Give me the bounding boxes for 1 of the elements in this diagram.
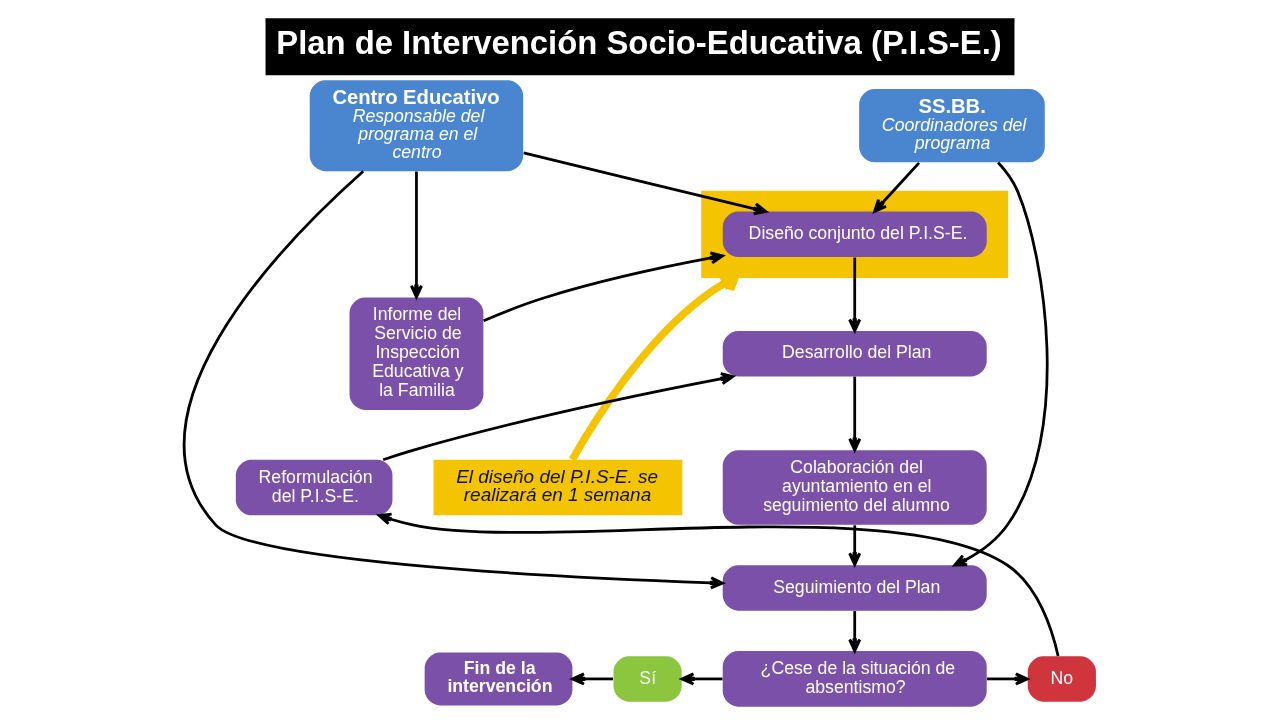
diagram-title: Plan de Intervención Socio-Educativa (P.I.S-E.) bbox=[276, 24, 1002, 62]
